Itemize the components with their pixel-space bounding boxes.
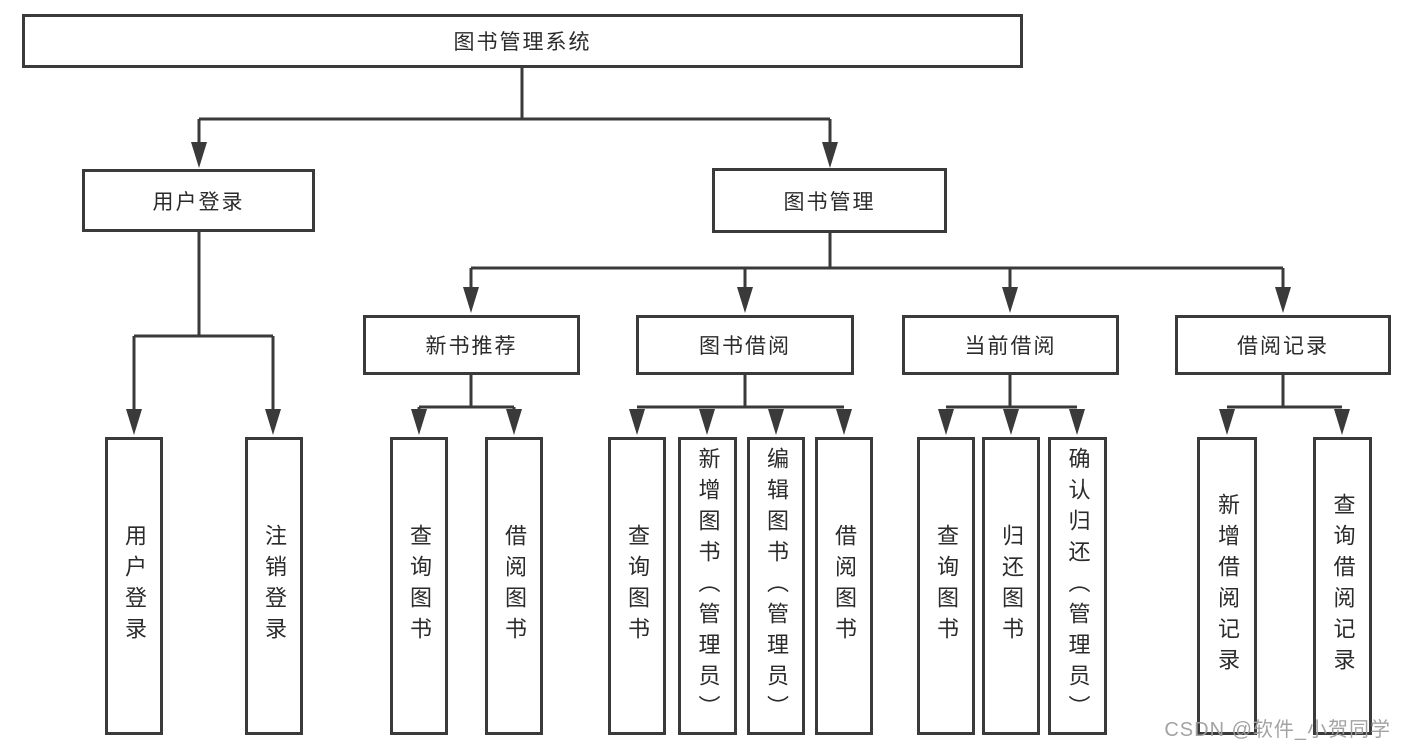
arrowhead — [126, 409, 142, 435]
arrowhead — [836, 409, 852, 435]
node-add-borrow-record-label: 新增借阅记录 — [1215, 493, 1240, 679]
node-logout: 注销登录 — [245, 437, 303, 735]
node-query-books-3: 查询图书 — [917, 437, 975, 735]
new-book-connectors — [411, 375, 522, 435]
node-user-login: 用户登录 — [82, 169, 315, 232]
node-borrow-records: 借阅记录 — [1175, 315, 1391, 375]
node-book-management: 图书管理 — [712, 168, 947, 233]
node-book-management-label: 图书管理 — [783, 190, 876, 214]
arrowhead — [506, 409, 522, 435]
node-return-book: 归还图书 — [982, 437, 1040, 735]
node-user-login-label: 用户登录 — [152, 190, 245, 214]
arrowhead — [265, 409, 281, 435]
book-management-connectors — [463, 233, 1291, 313]
arrowhead — [938, 409, 954, 435]
node-login: 用户登录 — [105, 437, 163, 735]
node-current-borrow-label: 当前借阅 — [964, 335, 1057, 358]
node-query-books-1: 查询图书 — [390, 437, 448, 735]
arrowhead — [1334, 409, 1350, 435]
node-borrow-books-1: 借阅图书 — [485, 437, 543, 735]
arrowhead — [1002, 287, 1018, 313]
node-book-borrow-label: 图书借阅 — [699, 335, 791, 358]
arrowhead — [463, 287, 479, 313]
node-confirm-return-admin-label: 确认归还（管理员） — [1065, 446, 1091, 726]
node-borrow-records-label: 借阅记录 — [1237, 335, 1329, 358]
arrowhead — [768, 409, 784, 435]
node-root: 图书管理系统 — [22, 14, 1023, 68]
arrowhead — [1003, 409, 1019, 435]
node-query-borrow-record-label: 查询借阅记录 — [1330, 493, 1356, 679]
node-query-books-2: 查询图书 — [608, 437, 666, 735]
node-edit-book-admin-label: 编辑图书（管理员） — [764, 446, 789, 726]
node-book-borrow: 图书借阅 — [636, 315, 854, 375]
node-new-book-recommend-label: 新书推荐 — [425, 335, 518, 358]
book-borrow-connectors — [629, 375, 852, 435]
borrow-records-connectors — [1219, 375, 1350, 435]
node-borrow-books-2-label: 借阅图书 — [832, 524, 857, 648]
arrowhead — [822, 142, 838, 168]
arrowhead — [629, 409, 645, 435]
node-add-book-admin: 新增图书（管理员） — [678, 437, 737, 735]
arrowhead — [737, 287, 753, 313]
node-confirm-return-admin: 确认归还（管理员） — [1048, 437, 1107, 735]
user-login-connectors — [126, 232, 281, 435]
node-return-book-label: 归还图书 — [999, 524, 1024, 648]
node-query-books-2-label: 查询图书 — [625, 524, 650, 648]
level1-connectors — [191, 68, 838, 168]
node-logout-label: 注销登录 — [262, 524, 287, 648]
node-login-label: 用户登录 — [122, 524, 147, 648]
node-current-borrow: 当前借阅 — [902, 315, 1119, 375]
node-add-book-admin-label: 新增图书（管理员） — [695, 446, 721, 726]
arrowhead — [1219, 409, 1235, 435]
node-borrow-books-1-label: 借阅图书 — [502, 524, 527, 648]
node-query-books-3-label: 查询图书 — [934, 524, 959, 648]
node-query-borrow-record: 查询借阅记录 — [1313, 437, 1372, 735]
node-root-label: 图书管理系统 — [453, 31, 592, 54]
node-new-book-recommend: 新书推荐 — [363, 315, 580, 375]
arrowhead — [1275, 287, 1291, 313]
current-borrow-connectors — [938, 375, 1085, 435]
node-query-books-1-label: 查询图书 — [407, 524, 432, 648]
arrowhead — [411, 409, 427, 435]
node-add-borrow-record: 新增借阅记录 — [1197, 437, 1257, 735]
arrowhead — [699, 409, 715, 435]
arrowhead — [1069, 409, 1085, 435]
node-borrow-books-2: 借阅图书 — [815, 437, 873, 735]
node-edit-book-admin: 编辑图书（管理员） — [747, 437, 805, 735]
arrowhead — [191, 142, 207, 168]
